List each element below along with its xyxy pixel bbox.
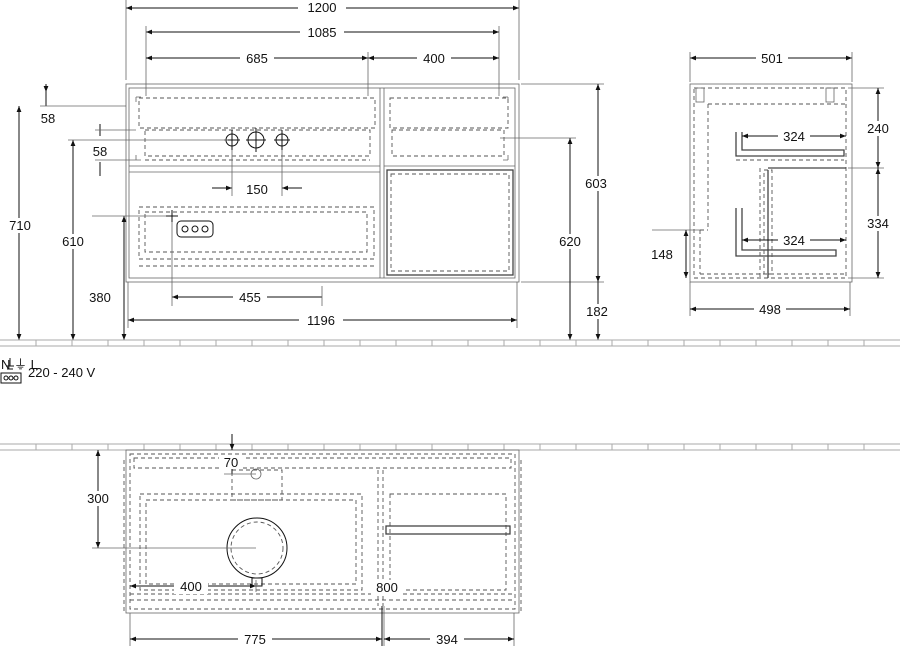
dim-lower-drawer-depth: 324 <box>783 233 805 248</box>
dim-inner-width: 1085 <box>308 25 337 40</box>
dim-cabinet-height: 603 <box>585 176 607 191</box>
dim-upper-drawer-depth: 324 <box>783 129 805 144</box>
dim-second-offset: 58 <box>93 144 107 159</box>
floor-line-upper <box>0 339 900 347</box>
dim-lower-height: 334 <box>867 216 889 231</box>
dim-socket-offset: 455 <box>239 290 261 305</box>
voltage-label: 220 - 240 V <box>28 365 96 380</box>
dim-left-775: 775 <box>244 632 266 647</box>
top-view: 300 70 400 800 775 394 <box>84 434 522 647</box>
dim-left-width: 685 <box>246 51 268 66</box>
dim-inner-800: 800 <box>376 580 398 595</box>
dim-height-610: 610 <box>62 234 84 249</box>
dim-top-offset: 58 <box>41 111 55 126</box>
front-cabinet-outline <box>125 83 520 283</box>
dim-drain-offset: 400 <box>180 579 202 594</box>
dim-height-620: 620 <box>559 234 581 249</box>
right-lower-drawer <box>386 169 514 276</box>
dim-bottom-depth: 498 <box>759 302 781 317</box>
socket-symbol-label: N ⏚ L <box>1 357 38 372</box>
socket-icon <box>166 210 214 238</box>
top-cabinet-outline <box>125 449 520 614</box>
electrical-spec: N ⏚ L 220 - 240 V <box>0 357 96 384</box>
side-view: 501 324 324 240 334 148 498 <box>651 51 894 317</box>
dim-right-394: 394 <box>436 632 458 647</box>
drain-trap-icon <box>226 468 288 587</box>
dim-back-offset: 70 <box>224 455 238 470</box>
dim-base-width: 1196 <box>307 313 335 328</box>
dim-top-depth-300: 300 <box>87 491 109 506</box>
dim-leg-height: 182 <box>586 304 608 319</box>
front-view: 1200 1085 685 400 58 58 710 610 <box>6 0 612 340</box>
side-cabinet-outline <box>689 83 853 283</box>
tap-hole-markers <box>224 128 290 152</box>
dim-overall-height: 710 <box>9 218 31 233</box>
floor-line-lower <box>0 443 900 451</box>
dim-upper-height: 240 <box>867 121 889 136</box>
dim-top-depth: 501 <box>761 51 783 66</box>
dim-overall-width: 1200 <box>308 0 337 15</box>
dim-right-width: 400 <box>423 51 445 66</box>
dim-socket-height: 148 <box>651 247 673 262</box>
earthed-socket-icon <box>0 358 22 384</box>
dim-height-380: 380 <box>89 290 111 305</box>
dim-tap-spacing: 150 <box>246 182 268 197</box>
